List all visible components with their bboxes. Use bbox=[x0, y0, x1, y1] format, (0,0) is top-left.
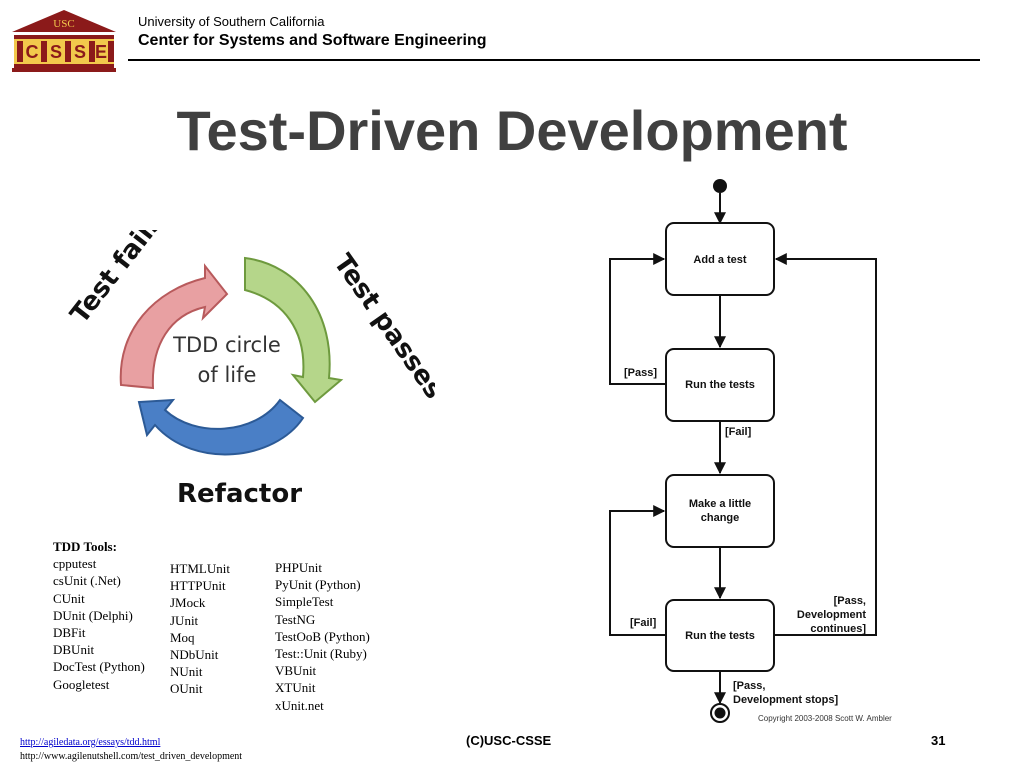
cycle-center-line1: TDD circle bbox=[172, 333, 281, 357]
run-tests-node-1 bbox=[665, 348, 775, 422]
page-number: 31 bbox=[931, 733, 946, 748]
tool-item: xUnit.net bbox=[275, 697, 324, 713]
tool-item: Googletest bbox=[53, 676, 110, 692]
make-change-node bbox=[665, 474, 775, 548]
test-fails-arrow bbox=[119, 263, 229, 390]
pass-stop-label-1: [Pass, bbox=[733, 680, 765, 692]
reference-link-agiledata[interactable]: http://agiledata.org/essays/tdd.html bbox=[20, 737, 161, 748]
tool-item: PHPUnit bbox=[275, 560, 322, 575]
tool-item: TestOoB (Python) bbox=[275, 628, 370, 644]
diagram-copyright: Copyright 2003-2008 Scott W. Ambler bbox=[758, 714, 892, 723]
tool-item: XTUnit bbox=[275, 680, 316, 696]
logo-letter: E bbox=[95, 42, 107, 62]
run-tests-text-1: Run the tests bbox=[685, 379, 755, 391]
tools-heading: TDD Tools: bbox=[53, 539, 117, 554]
tool-item: NUnit bbox=[170, 664, 203, 680]
tool-item: PyUnit (Python) bbox=[275, 577, 361, 593]
tool-item: HTMLUnit bbox=[170, 561, 230, 576]
run-tests-text-2: Run the tests bbox=[685, 630, 755, 642]
tool-item: OUnit bbox=[170, 681, 203, 697]
make-change-text-2: change bbox=[701, 512, 740, 524]
tool-item: HTTPUnit bbox=[170, 578, 226, 594]
pass-continue-label-1: [Pass, bbox=[834, 595, 866, 607]
logo-letter: S bbox=[50, 42, 62, 62]
slide-title: Test-Driven Development bbox=[176, 99, 848, 162]
fail-label-1: [Fail] bbox=[725, 426, 752, 438]
tool-item: DocTest (Python) bbox=[53, 659, 145, 675]
logo-usc-text: USC bbox=[53, 18, 74, 30]
tools-column-1: TDD Tools: cpputest csUnit (.Net) CUnit … bbox=[53, 538, 145, 693]
pass-continue-label-2: Development bbox=[797, 609, 866, 621]
tool-item: csUnit (.Net) bbox=[53, 573, 121, 589]
cycle-center-line2: of life bbox=[198, 363, 257, 387]
tool-item: cpputest bbox=[53, 556, 97, 572]
logo-letter: S bbox=[74, 42, 86, 62]
tdd-flow-diagram: Add a test Run the tests Make a little c… bbox=[609, 179, 877, 723]
tool-item: Test::Unit (Ruby) bbox=[275, 646, 367, 662]
tool-item: Moq bbox=[170, 629, 195, 645]
reference-text-agilenutshell: http://www.agilenutshell.com/test_driven… bbox=[20, 751, 243, 762]
center-name: Center for Systems and Software Engineer… bbox=[138, 32, 487, 49]
footer-copyright: (C)USC-CSSE bbox=[466, 733, 552, 748]
tool-item: NDbUnit bbox=[170, 647, 219, 663]
run-tests-node-2 bbox=[665, 599, 775, 672]
tdd-cycle-diagram: TDD circle of life Test fails Test passe… bbox=[65, 230, 435, 509]
tool-item: VBUnit bbox=[275, 663, 317, 679]
tool-item: DBUnit bbox=[53, 642, 95, 658]
test-passes-arrow bbox=[244, 256, 344, 404]
tools-column-3: PHPUnit PyUnit (Python) SimpleTest TestN… bbox=[275, 559, 370, 714]
tool-item: DUnit (Delphi) bbox=[53, 607, 133, 623]
add-test-node bbox=[665, 222, 775, 296]
tool-item: TestNG bbox=[275, 611, 316, 627]
tools-column-2: HTMLUnit HTTPUnit JMock JUnit Moq NDbUni… bbox=[170, 560, 230, 698]
tool-item: JUnit bbox=[170, 612, 199, 628]
pass-continue-label-3: continues] bbox=[810, 623, 866, 635]
logo-letter: C bbox=[26, 42, 39, 62]
usc-csse-logo: USC C S S E bbox=[12, 10, 116, 72]
add-test-text: Add a test bbox=[693, 254, 747, 266]
refactor-label: Refactor bbox=[177, 479, 302, 509]
tool-item: CUnit bbox=[53, 590, 85, 606]
pass-stop-label-2: Development stops] bbox=[733, 694, 838, 706]
university-name: University of Southern California bbox=[138, 14, 325, 29]
test-passes-label: Test passes bbox=[327, 249, 435, 405]
tool-item: DBFit bbox=[53, 625, 86, 641]
make-change-text-1: Make a little bbox=[689, 498, 751, 510]
pass-label: [Pass] bbox=[624, 367, 657, 379]
end-node bbox=[710, 703, 730, 723]
fail-label-2: [Fail] bbox=[630, 617, 657, 629]
refactor-arrow bbox=[137, 398, 305, 456]
tool-item: SimpleTest bbox=[275, 594, 334, 610]
header-divider bbox=[128, 59, 980, 61]
start-node bbox=[713, 179, 727, 193]
tool-item: JMock bbox=[170, 595, 206, 611]
